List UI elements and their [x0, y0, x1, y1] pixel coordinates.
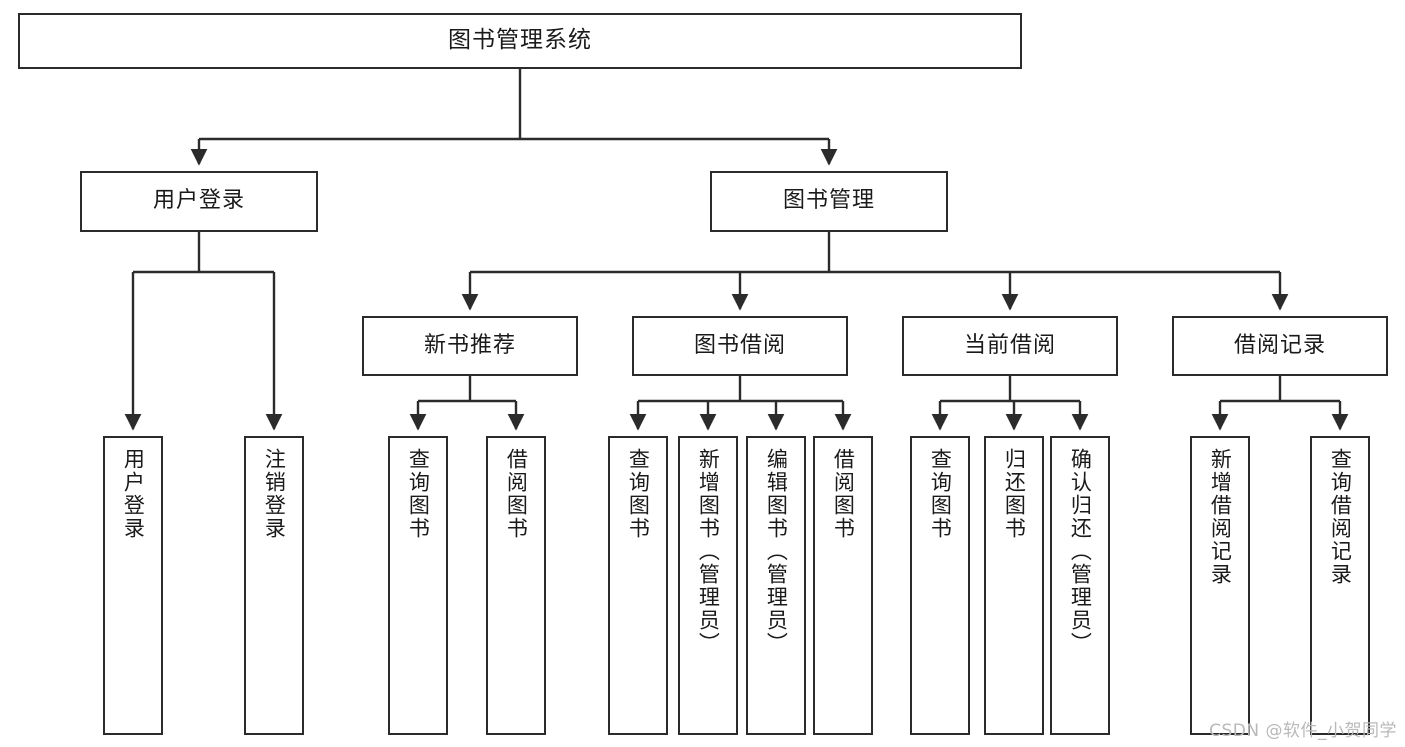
- node-current-borrow-label: 当前借阅: [963, 332, 1056, 358]
- node-leaf-query-book-1[interactable]: 查询图书: [388, 436, 448, 735]
- node-book-manage-label: 图书管理: [782, 188, 875, 214]
- node-leaf-query-book-2-label: 查询图书: [626, 448, 651, 540]
- node-leaf-add-record-label: 新增借阅记录: [1208, 448, 1233, 586]
- node-leaf-edit-book-label: 编辑图书（管理员）: [764, 448, 789, 655]
- node-root-label: 图书管理系统: [448, 27, 592, 54]
- node-leaf-query-book-2[interactable]: 查询图书: [608, 436, 668, 735]
- watermark: CSDN @软件_小贺同学: [1209, 721, 1397, 741]
- node-leaf-query-record-label: 查询借阅记录: [1328, 448, 1353, 586]
- node-user-login-label: 用户登录: [152, 188, 245, 214]
- node-leaf-edit-book[interactable]: 编辑图书（管理员）: [746, 436, 806, 735]
- node-leaf-query-book-3-label: 查询图书: [928, 448, 953, 540]
- node-leaf-borrow-book-1[interactable]: 借阅图书: [486, 436, 546, 735]
- node-borrow-record-label: 借阅记录: [1233, 332, 1326, 358]
- node-root[interactable]: 图书管理系统: [18, 13, 1022, 69]
- node-leaf-borrow-book-1-label: 借阅图书: [504, 448, 529, 540]
- node-book-borrow[interactable]: 图书借阅: [632, 316, 848, 376]
- node-leaf-add-book[interactable]: 新增图书（管理员）: [678, 436, 738, 735]
- node-leaf-query-book-3[interactable]: 查询图书: [910, 436, 970, 735]
- node-current-borrow[interactable]: 当前借阅: [902, 316, 1118, 376]
- node-leaf-borrow-book-2[interactable]: 借阅图书: [813, 436, 873, 735]
- node-leaf-return-book[interactable]: 归还图书: [984, 436, 1044, 735]
- node-leaf-user-logout-label: 注销登录: [262, 448, 287, 540]
- node-leaf-return-book-label: 归还图书: [1002, 448, 1027, 540]
- node-leaf-confirm-return-label: 确认归还（管理员）: [1068, 448, 1093, 655]
- node-new-book-recommend[interactable]: 新书推荐: [362, 316, 578, 376]
- node-leaf-user-logout[interactable]: 注销登录: [244, 436, 304, 735]
- node-user-login[interactable]: 用户登录: [80, 171, 318, 232]
- node-leaf-query-book-1-label: 查询图书: [406, 448, 431, 540]
- node-book-manage[interactable]: 图书管理: [710, 171, 948, 232]
- node-borrow-record[interactable]: 借阅记录: [1172, 316, 1388, 376]
- node-leaf-user-login[interactable]: 用户登录: [103, 436, 163, 735]
- node-leaf-user-login-label: 用户登录: [121, 448, 146, 540]
- node-leaf-query-record[interactable]: 查询借阅记录: [1310, 436, 1370, 735]
- node-leaf-confirm-return[interactable]: 确认归还（管理员）: [1050, 436, 1110, 735]
- node-book-borrow-label: 图书借阅: [693, 332, 786, 358]
- node-leaf-add-book-label: 新增图书（管理员）: [696, 448, 721, 655]
- node-new-book-recommend-label: 新书推荐: [423, 332, 516, 358]
- node-leaf-add-record[interactable]: 新增借阅记录: [1190, 436, 1250, 735]
- node-leaf-borrow-book-2-label: 借阅图书: [831, 448, 856, 540]
